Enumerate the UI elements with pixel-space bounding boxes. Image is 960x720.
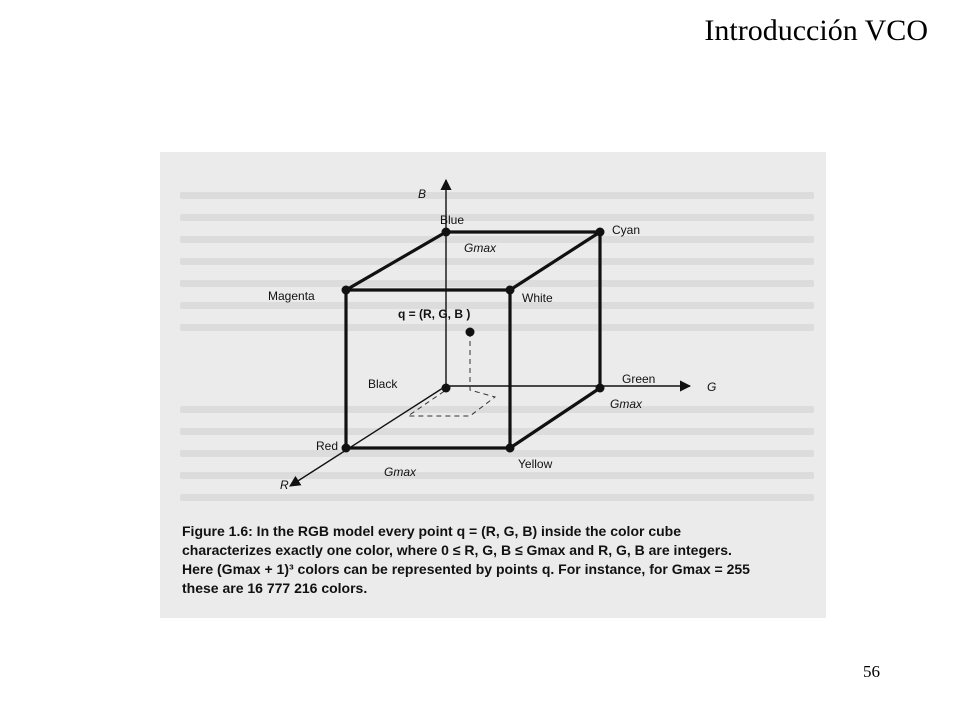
caption-line-1: Figure 1.6: In the RGB model every point… xyxy=(182,523,682,539)
label-green: Green xyxy=(622,372,655,386)
gmax-label-g: Gmax xyxy=(610,397,643,411)
caption-line-2: characterizes exactly one color, where 0… xyxy=(182,542,732,558)
vertex-green xyxy=(595,383,605,393)
vertex-red xyxy=(341,443,351,453)
label-white: White xyxy=(522,291,553,305)
label-black: Black xyxy=(368,377,398,391)
vertex-black xyxy=(441,383,451,393)
projection-lines xyxy=(406,332,497,417)
label-blue: Blue xyxy=(440,213,464,227)
vertex-cyan xyxy=(595,227,605,237)
axis-label-r: R xyxy=(280,478,289,492)
slide-title: Introducción VCO xyxy=(704,14,928,47)
r-axis xyxy=(289,385,447,487)
point-q xyxy=(465,327,475,337)
figure-caption: Figure 1.6: In the RGB model every point… xyxy=(182,522,812,598)
axis-label-b: B xyxy=(418,187,426,201)
gmax-label-b: Gmax xyxy=(464,241,497,255)
label-cyan: Cyan xyxy=(612,223,640,237)
vertex-yellow xyxy=(505,443,515,453)
cube-edges xyxy=(344,230,602,450)
point-q-label: q = (R, G, B ) xyxy=(398,307,470,321)
label-magenta: Magenta xyxy=(268,289,315,303)
rgb-cube-diagram: B G R Blue Cyan Magenta White Black Gree… xyxy=(268,178,716,492)
scanned-figure: B G R Blue Cyan Magenta White Black Gree… xyxy=(160,152,826,618)
vertex-white xyxy=(505,285,515,295)
label-yellow: Yellow xyxy=(518,457,553,471)
caption-line-3: Here (Gmax + 1)³ colors can be represent… xyxy=(182,561,750,577)
page-number: 56 xyxy=(863,662,880,681)
vertex-blue xyxy=(441,227,451,237)
caption-line-4: these are 16 777 216 colors. xyxy=(182,580,368,596)
label-red: Red xyxy=(316,439,338,453)
gmax-label-r: Gmax xyxy=(384,465,417,479)
axis-label-g: G xyxy=(707,380,716,394)
vertex-magenta xyxy=(341,285,351,295)
